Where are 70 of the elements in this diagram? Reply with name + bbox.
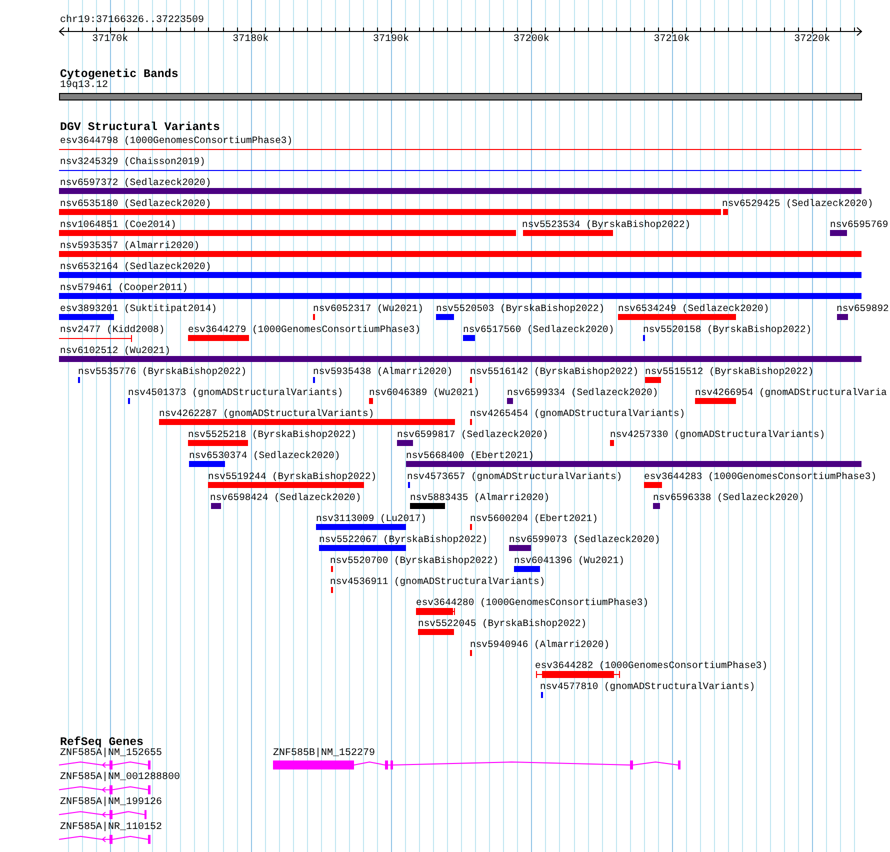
variant-label: nsv6596338 (Sedlazeck2020) [653,492,804,502]
variant-label: nsv5525218 (ByrskaBishop2022) [188,428,357,440]
variant-label: nsv5520158 (ByrskaBishop2022) [643,324,812,334]
variant-label: nsv6534249 (Sedlazeck2020) [618,302,770,314]
variant-label: nsv6595769 [830,218,888,230]
track-title: RefSeq Genes [60,736,144,748]
variant-label: nsv579461 (Cooper2011) [60,282,188,292]
variant-label: nsv3113009 (Lu2017) [316,512,426,524]
variant-label: esv3644283 (1000GenomesConsortiumPhase3) [644,470,877,482]
variant-label: nsv5522045 (ByrskaBishop2022) [418,618,587,628]
variant-label: nsv5520503 (ByrskaBishop2022) [436,302,605,314]
variant-label: nsv659892 [836,302,889,314]
variant-label: nsv6599073 (Sedlazeck2020) [509,534,660,544]
variant-label: nsv5522067 (ByrskaBishop2022) [319,534,488,544]
variant-label: esv3644280 (1000GenomesConsortiumPhase3) [416,596,649,608]
variant-label: esv3644282 (1000GenomesConsortiumPhase3) [535,660,768,670]
variant-label: nsv6530374 (Sedlazeck2020) [189,450,340,460]
tick-label: 37190k [372,34,409,46]
variant-label: esv3644279 (1000GenomesConsortiumPhase3) [188,324,421,334]
variant-label: nsv6535180 (Sedlazeck2020) [60,198,212,208]
variant-label: nsv5935357 (Almarri2020) [60,240,200,250]
tick-label: 37180k [232,34,269,46]
variant-label: nsv5523534 (ByrskaBishop2022) [522,218,691,230]
track-title: Cytogenetic Bands [60,68,178,80]
variant-label: nsv5940946 (Almarri2020) [470,638,610,650]
variant-label: nsv4266954 (gnomADStructuralVaria [695,386,887,398]
variant-label: nsv5519244 (ByrskaBishop2022) [208,470,377,482]
gene-label: ZNF585A|NM_199126 [60,797,162,810]
region-label: chr19:37166326..37223509 [60,15,204,27]
variant-label: nsv5935438 (Almarri2020) [313,366,453,376]
variant-label: nsv1064851 (Coe2014) [60,218,176,230]
variant-label: nsv6517560 (Sedlazeck2020) [463,324,614,334]
variant-label: nsv6529425 (Sedlazeck2020) [722,198,874,208]
variant-label: nsv6041396 (Wu2021) [514,554,624,566]
variant-label: nsv6597372 (Sedlazeck2020) [60,176,212,188]
variant-label: nsv4262287 (gnomADStructuralVariants) [159,408,374,418]
variant-label: nsv4257330 (gnomADStructuralVariants) [610,428,826,440]
variant-label: nsv5535776 (ByrskaBishop2022) [78,366,247,376]
variant-label: nsv6599817 (Sedlazeck2020) [397,428,548,440]
tick-label: 37210k [654,34,690,46]
tick-label: 37200k [513,34,550,46]
gene-label: ZNF585A|NM_001288800 [60,772,180,784]
gene-label: ZNF585A|NM_152655 [60,748,162,760]
variant-label: nsv4265454 (gnomADStructuralVariants) [470,408,686,418]
band-label: 19q13.12 [60,80,108,92]
variant-label: nsv5515512 (ByrskaBishop2022) [645,366,814,376]
variant-label: nsv4573657 (gnomADStructuralVariants) [407,470,622,482]
variant-label: nsv4501373 (gnomADStructuralVariants) [128,386,344,398]
variant-label: nsv4536911 (gnomADStructuralVariants) [330,576,546,586]
variant-label: nsv6598424 (Sedlazeck2020) [210,492,362,502]
variant-label: nsv4577810 (gnomADStructuralVariants) [540,680,756,692]
variant-label: nsv6052317 (Wu2021) [313,302,424,314]
variant-label: nsv5600204 (Ebert2021) [470,512,598,524]
tick-label: 37170k [92,34,128,46]
variant-label: nsv5668400 (Ebert2021) [406,450,534,460]
variant-label: nsv6102512 (Wu2021) [60,344,170,356]
variant-label: nsv5520700 (ByrskaBishop2022) [330,554,499,566]
variant-label: esv3644798 (1000GenomesConsortiumPhase3) [60,134,293,146]
variant-label: nsv2477 (Kidd2008) [60,324,165,334]
variant-label: nsv5516142 (ByrskaBishop2022) [470,366,639,376]
variant-label: nsv6532164 (Sedlazeck2020) [60,260,212,272]
gene-label: ZNF585A|NR_110152 [60,822,162,834]
variant-label: esv3893201 (Suktitipat2014) [60,302,217,314]
tick-label: 37220k [794,34,830,46]
gene-label: ZNF585B|NM_152279 [273,748,376,760]
variant-label: nsv6599334 (Sedlazeck2020) [507,386,658,398]
track-title: DGV Structural Variants [60,120,220,134]
variant-label: nsv5883435 (Almarri2020) [410,492,550,502]
variant-label: nsv6046389 (Wu2021) [369,386,480,398]
variant-label: nsv3245329 (Chaisson2019) [60,156,206,166]
